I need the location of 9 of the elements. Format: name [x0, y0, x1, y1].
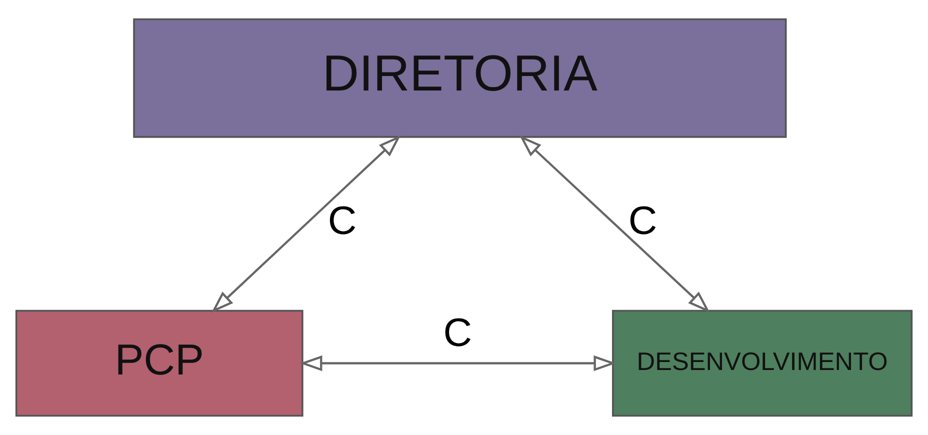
edge-label: C: [628, 198, 658, 243]
arrow: [519, 135, 710, 313]
node-box: PCP: [15, 310, 304, 417]
node-box: DESENVOLVIMENTO: [612, 310, 913, 417]
edge-label: C: [328, 198, 357, 243]
arrow: [211, 135, 401, 313]
arrow: [300, 355, 616, 372]
node-box: DIRETORIA: [133, 18, 787, 138]
edge-label: C: [443, 311, 472, 356]
